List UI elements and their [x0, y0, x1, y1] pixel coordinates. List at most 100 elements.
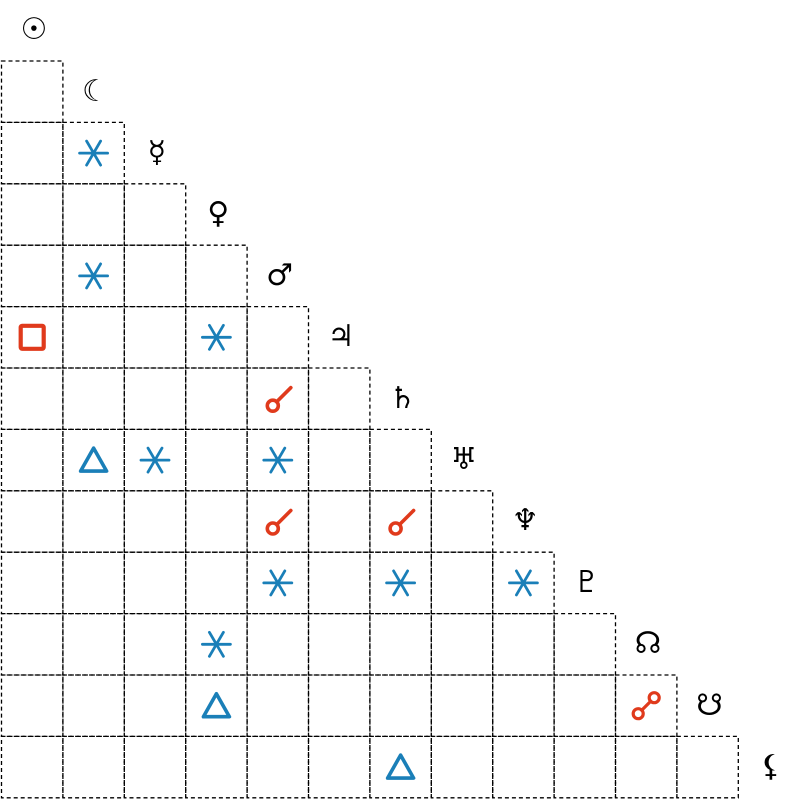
- grid-cell: [185, 367, 248, 431]
- grid-cell: [430, 612, 494, 676]
- north-node-glyph-icon: ☊: [634, 626, 662, 662]
- grid-cell: [185, 735, 248, 799]
- grid-cell: [185, 244, 248, 308]
- grid-cell: [553, 735, 617, 799]
- grid-cell: [62, 551, 125, 615]
- trine-icon: [78, 446, 109, 473]
- lilith-glyph-icon: ⚸: [759, 748, 782, 784]
- grid-cell: [553, 674, 617, 738]
- sextile-icon: [78, 139, 109, 167]
- grid-cell: [369, 551, 432, 615]
- grid-cell: [0, 244, 64, 308]
- grid-cell: [430, 551, 494, 615]
- grid-cell: [492, 674, 555, 738]
- grid-cell: [123, 735, 187, 799]
- grid-cell: [614, 674, 678, 738]
- grid-cell: [307, 674, 371, 738]
- grid-cell: [307, 428, 371, 492]
- grid-cell: [246, 612, 310, 676]
- trine-icon: [385, 753, 416, 780]
- pluto-glyph-icon: ♇: [573, 564, 601, 600]
- sextile-icon: [200, 630, 232, 658]
- grid-cell: [307, 490, 371, 553]
- grid-cell: [185, 674, 248, 738]
- sun-glyph-icon: ☉: [20, 12, 48, 48]
- grid-cell: [62, 612, 125, 676]
- conjunction-icon: [265, 385, 293, 414]
- grid-cell: [307, 367, 371, 431]
- grid-cell: [369, 428, 432, 492]
- grid-cell: [123, 183, 187, 246]
- grid-cell: [62, 428, 125, 492]
- mercury-glyph-icon: ☿: [147, 134, 166, 170]
- grid-cell: [123, 490, 187, 553]
- grid-cell: [307, 735, 371, 799]
- grid-cell: [185, 612, 248, 676]
- grid-cell: [62, 121, 125, 185]
- conjunction-icon: [388, 508, 416, 536]
- grid-cell: [430, 674, 494, 738]
- opposition-icon: [631, 691, 661, 721]
- sextile-icon: [200, 323, 232, 351]
- grid-cell: [676, 735, 739, 799]
- grid-cell: [0, 367, 64, 431]
- grid-cell: [246, 551, 310, 615]
- grid-cell: [62, 183, 125, 246]
- grid-cell: [0, 305, 64, 369]
- grid-cell: [369, 735, 432, 799]
- grid-cell: [553, 612, 617, 676]
- grid-cell: [246, 735, 310, 799]
- jupiter-glyph-icon: ♃: [327, 319, 355, 355]
- sextile-icon: [385, 569, 417, 597]
- grid-cell: [369, 612, 432, 676]
- grid-cell: [0, 551, 64, 615]
- grid-cell: [123, 367, 187, 431]
- grid-cell: [123, 244, 187, 308]
- sextile-icon: [507, 569, 539, 597]
- grid-cell: [492, 612, 555, 676]
- grid-cell: [0, 490, 64, 553]
- grid-cell: [430, 490, 494, 553]
- saturn-glyph-icon: ♄: [388, 380, 416, 416]
- grid-cell: [307, 551, 371, 615]
- trine-icon: [201, 691, 232, 719]
- grid-cell: [123, 551, 187, 615]
- grid-cell: [62, 674, 125, 738]
- grid-cell: [0, 612, 64, 676]
- grid-cell: [0, 674, 64, 738]
- venus-glyph-icon: ♀: [207, 196, 230, 232]
- grid-cell: [185, 490, 248, 553]
- grid-cell: [0, 121, 64, 185]
- grid-cell: [492, 551, 555, 615]
- grid-cell: [62, 244, 125, 308]
- moon-glyph-icon: ☾: [81, 73, 109, 109]
- grid-cell: [0, 183, 64, 246]
- grid-cell: [246, 490, 310, 553]
- grid-cell: [369, 490, 432, 553]
- mars-glyph-icon: ♂: [266, 257, 294, 293]
- grid-cell: [123, 612, 187, 676]
- grid-cell: [0, 428, 64, 492]
- neptune-glyph-icon: ♆: [511, 503, 539, 539]
- grid-cell: [307, 612, 371, 676]
- grid-cell: [614, 735, 678, 799]
- grid-cell: [123, 428, 187, 492]
- grid-cell: [123, 305, 187, 369]
- grid-cell: [369, 674, 432, 738]
- grid-cell: [62, 367, 125, 431]
- grid-cell: [62, 305, 125, 369]
- square-icon: [18, 323, 46, 351]
- sextile-icon: [78, 262, 109, 290]
- conjunction-icon: [265, 508, 293, 536]
- grid-cell: [430, 735, 494, 799]
- sextile-icon: [139, 446, 171, 474]
- south-node-glyph-icon: ☋: [696, 687, 723, 723]
- sextile-icon: [262, 446, 294, 474]
- grid-cell: [62, 490, 125, 553]
- grid-cell: [185, 428, 248, 492]
- grid-cell: [246, 305, 310, 369]
- grid-cell: [246, 428, 310, 492]
- grid-cell: [0, 735, 64, 799]
- grid-cell: [246, 674, 310, 738]
